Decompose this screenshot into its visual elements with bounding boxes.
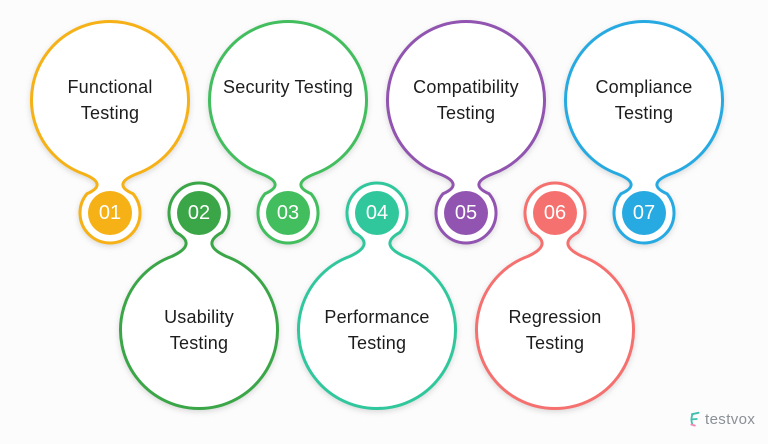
testing-type-label: Security Testing — [223, 77, 353, 97]
testing-item-compatibility: Compatibility Testing 05 — [381, 16, 551, 270]
badge-circle — [622, 191, 666, 235]
logo-bottom-stroke — [690, 423, 696, 427]
badge-number: 01 — [98, 202, 122, 224]
badge-circle — [88, 191, 132, 235]
testvox-logo-text: testvox — [705, 410, 756, 428]
testing-item-compliance: Compliance Testing 07 — [559, 16, 729, 270]
badge-circle — [355, 191, 399, 235]
testing-item-performance: Performance Testing 04 — [292, 158, 462, 412]
bubble-shape — [208, 20, 368, 245]
badge-circle — [177, 191, 221, 235]
testing-type-label: Functional Testing — [67, 77, 153, 123]
testvox-logo-icon — [690, 411, 700, 427]
badge-circle — [533, 191, 577, 235]
badge-circle — [444, 191, 488, 235]
testing-item-usability: Usability Testing 02 — [114, 158, 284, 412]
badge-number: 07 — [632, 202, 656, 224]
bubble-outline — [386, 20, 546, 245]
bubble-outline — [297, 181, 457, 410]
bubble-shape — [119, 181, 279, 410]
bubble-outline — [475, 181, 635, 410]
testing-item-regression: Regression Testing 06 — [470, 158, 640, 412]
badge-number: 03 — [276, 202, 300, 224]
bubble-outline — [208, 20, 368, 245]
bubble-shape — [386, 20, 546, 245]
badge-number: 05 — [454, 202, 478, 224]
testing-type-label: Usability Testing — [164, 307, 234, 353]
badge-number: 06 — [543, 202, 567, 224]
bubble-outline — [119, 181, 279, 410]
testing-type-label: Compliance Testing — [595, 77, 693, 123]
bubble-shape — [475, 181, 635, 410]
bubble-shape — [297, 181, 457, 410]
bubble-shape — [564, 20, 724, 245]
badge-number: 04 — [365, 202, 389, 224]
testing-type-label: Performance Testing — [324, 307, 430, 353]
bubble-outline — [30, 20, 190, 245]
testing-type-label: Compatibility Testing — [413, 77, 519, 123]
badge-circle — [266, 191, 310, 235]
bubble-shape — [30, 20, 190, 245]
testing-item-functional: Functional Testing 01 — [25, 16, 195, 270]
testing-type-label: Regression Testing — [508, 307, 602, 353]
bubble-outline — [564, 20, 724, 245]
testvox-logo: testvox — [688, 409, 755, 429]
logo-top-stroke — [691, 411, 700, 415]
testing-item-security: Security Testing 03 — [203, 16, 373, 270]
badge-number: 02 — [187, 202, 211, 224]
